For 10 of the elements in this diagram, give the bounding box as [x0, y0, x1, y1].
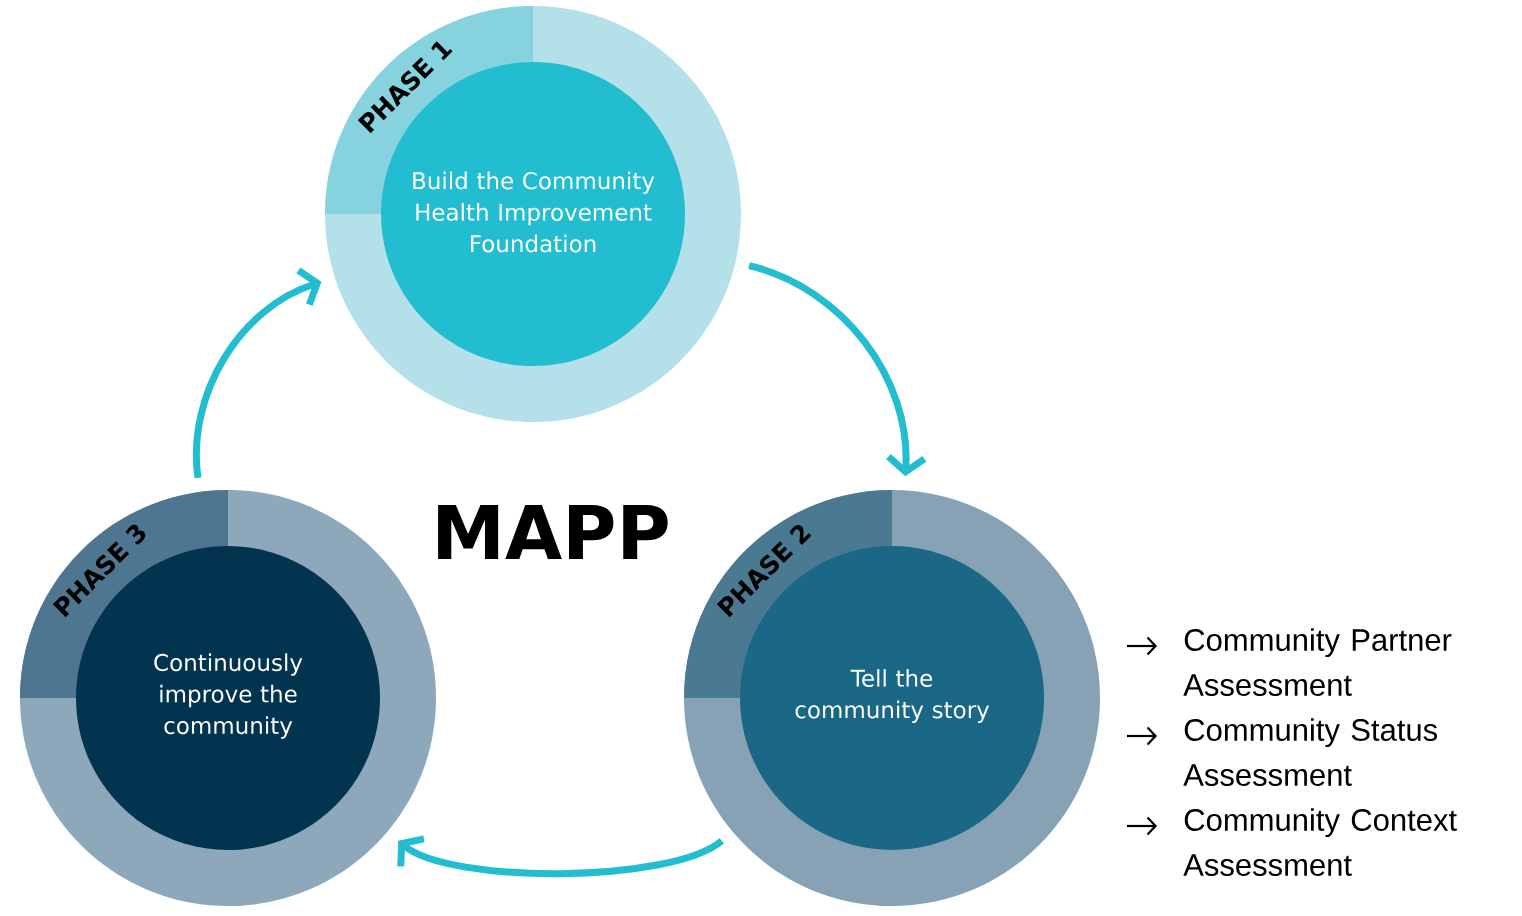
list-item: Community Status Assessment [1183, 718, 1438, 786]
arrow [397, 835, 724, 878]
phase-description: Tell the community story [795, 669, 990, 723]
title: MAPP [438, 505, 668, 559]
list-item: Community Partner Assessment [1183, 628, 1452, 696]
list-item: Community Context Assessment [1183, 808, 1457, 876]
phase-description: Build the Community Health Improvement Foundation [413, 171, 655, 253]
arrow [748, 262, 927, 477]
arrow [192, 267, 322, 479]
phase-description: Continuously improve the community [154, 653, 303, 739]
